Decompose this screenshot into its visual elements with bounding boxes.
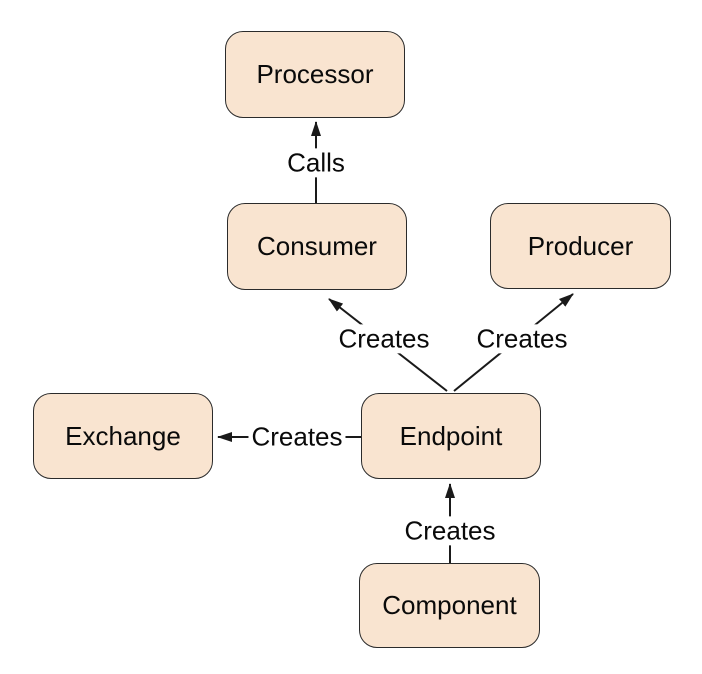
node-endpoint: Endpoint <box>361 393 541 479</box>
node-exchange-label: Exchange <box>65 420 181 451</box>
node-exchange: Exchange <box>33 393 213 479</box>
node-producer-label: Producer <box>527 230 634 261</box>
edge-label-creates-producer: Creates <box>473 324 571 354</box>
edge-label-creates-exchange: Creates <box>248 422 346 452</box>
edge-label-calls: Calls <box>284 148 348 178</box>
node-processor-label: Processor <box>256 59 374 89</box>
node-component-label: Component <box>382 590 517 620</box>
node-processor: Processor <box>225 31 405 118</box>
edge-label-creates-consumer: Creates <box>335 324 433 354</box>
edge-label-creates-endpoint: Creates <box>401 516 499 546</box>
node-component: Component <box>359 563 540 648</box>
node-consumer: Consumer <box>227 203 407 290</box>
node-producer: Producer <box>490 203 671 289</box>
node-consumer-label: Consumer <box>257 231 377 261</box>
node-endpoint-label: Endpoint <box>399 420 503 451</box>
